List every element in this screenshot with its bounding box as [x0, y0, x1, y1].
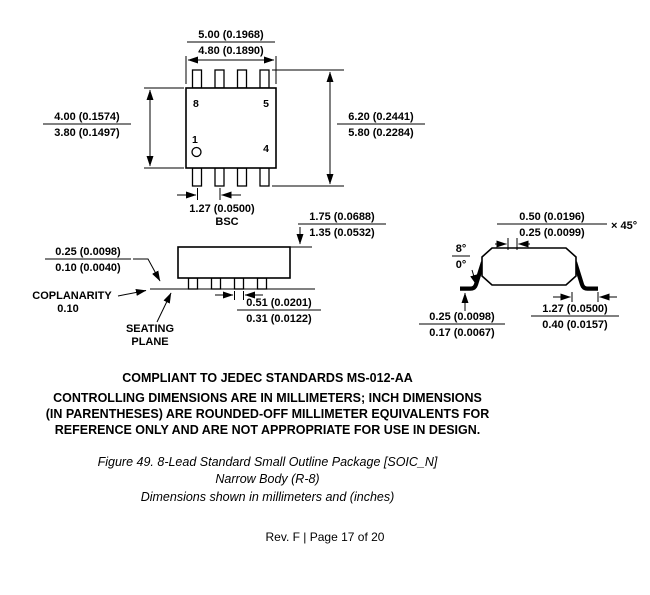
chamfer-dimension: 0.50 (0.0196) 0.25 (0.0099) × 45°: [495, 211, 637, 250]
foot-dim-min: 0.40 (0.0157): [542, 319, 608, 331]
controlling-note-line-2: (IN PARENTHESES) ARE ROUNDED-OFF MILLIME…: [45, 406, 490, 421]
pin1-indicator: [191, 146, 202, 158]
side-view: 1.75 (0.0688) 1.35 (0.0532) 0.25 (0.0098…: [32, 211, 386, 348]
lead-width-dim-min: 0.31 (0.0122): [246, 313, 312, 325]
height-dim-max: 1.75 (0.0688): [309, 211, 375, 223]
height-dim-min: 1.35 (0.0532): [309, 227, 375, 239]
lead-thickness-dimension: 0.25 (0.0098) 0.17 (0.0067): [419, 292, 505, 339]
pitch-dimension: 1.27 (0.0500) BSC: [177, 188, 255, 228]
notes-block: COMPLIANT TO JEDEC STANDARDS MS-012-AA C…: [0, 370, 535, 506]
chamfer-dim-max: 0.50 (0.0196): [519, 211, 585, 223]
lead-angle-min: 0°: [456, 259, 467, 271]
lead-width-dimension: 0.51 (0.0201) 0.31 (0.0122): [215, 291, 321, 325]
standoff-dimension: 0.25 (0.0098) 0.10 (0.0040): [45, 246, 161, 282]
width-dim-max: 5.00 (0.1968): [198, 29, 264, 41]
width-dim-min: 4.80 (0.1890): [198, 45, 264, 57]
width-dimension: 5.00 (0.1968) 4.80 (0.1890): [185, 29, 277, 84]
package-body-top-view: [185, 87, 277, 169]
body-dim-max: 4.00 (0.1574): [54, 111, 120, 123]
jedec-compliance-note: COMPLIANT TO JEDEC STANDARDS MS-012-AA: [122, 371, 413, 385]
pin-number-8: 8: [193, 98, 199, 110]
coplanarity-text: COPLANARITY: [32, 290, 112, 302]
figure-caption-line-3: Dimensions shown in millimeters and (inc…: [140, 489, 395, 504]
lead-angle-max: 8°: [456, 243, 467, 255]
pin-number-1: 1: [192, 134, 198, 146]
pin-number-5: 5: [263, 98, 269, 110]
standoff-dim-min: 0.10 (0.0040): [55, 262, 121, 274]
lead-span-dimension: 6.20 (0.2441) 5.80 (0.2284): [272, 69, 425, 187]
seating-plane-label: SEATING PLANE: [126, 292, 174, 348]
coplanarity-label: COPLANARITY 0.10: [32, 289, 147, 315]
thickness-dim-max: 0.25 (0.0098): [429, 311, 495, 323]
foot-dim-max: 1.27 (0.0500): [542, 303, 608, 315]
standoff-dim-max: 0.25 (0.0098): [55, 246, 121, 258]
package-body-side-view: [177, 246, 291, 279]
figure-caption: Figure 49. 8-Lead Standard Small Outline…: [0, 454, 535, 506]
pitch-dim-qualifier: BSC: [215, 216, 238, 228]
foot-length-dimension: 1.27 (0.0500) 0.40 (0.0157): [531, 292, 619, 331]
page-footer: Rev. F | Page 17 of 20: [265, 529, 385, 544]
span-dim-min: 5.80 (0.2284): [348, 127, 414, 139]
controlling-note-line-3: REFERENCE ONLY AND ARE NOT APPROPRIATE F…: [54, 422, 481, 437]
seating-text-2: PLANE: [131, 336, 168, 348]
chamfer-dim-min: 0.25 (0.0099): [519, 227, 585, 239]
pin-number-4: 4: [263, 143, 269, 155]
seating-text-1: SEATING: [126, 323, 174, 335]
body-width-dimension: 4.00 (0.1574) 3.80 (0.1497): [43, 87, 184, 169]
end-view: 0.50 (0.0196) 0.25 (0.0099) × 45° 8° 0° …: [419, 211, 637, 339]
package-outline-drawing: 8 5 1 4 5.00 (0.1968) 4.80 (0.1890) 4.00: [32, 29, 637, 348]
controlling-dimensions-note: CONTROLLING DIMENSIONS ARE IN MILLIMETER…: [0, 391, 535, 438]
body-dim-min: 3.80 (0.1497): [54, 127, 120, 139]
controlling-note-line-1: CONTROLLING DIMENSIONS ARE IN MILLIMETER…: [53, 391, 482, 406]
package-body-end-view: [481, 247, 577, 286]
thickness-dim-min: 0.17 (0.0067): [429, 327, 495, 339]
coplanarity-value: 0.10: [57, 303, 78, 315]
lead-width-dim-max: 0.51 (0.0201): [246, 297, 312, 309]
span-dim-max: 6.20 (0.2441): [348, 111, 414, 123]
figure-caption-line-2: Narrow Body (R-8): [215, 472, 320, 487]
side-view-leads: [187, 277, 268, 290]
lead-angle-dimension: 8° 0°: [452, 243, 477, 286]
chamfer-angle-text: × 45°: [611, 220, 637, 232]
top-view: 8 5 1 4 5.00 (0.1968) 4.80 (0.1890) 4.00: [43, 29, 425, 228]
figure-caption-line-1: Figure 49. 8-Lead Standard Small Outline…: [97, 455, 438, 470]
lead-right: [572, 261, 598, 291]
pitch-dim-value: 1.27 (0.0500): [189, 203, 255, 215]
height-dimension: 1.75 (0.0688) 1.35 (0.0532): [290, 211, 386, 248]
